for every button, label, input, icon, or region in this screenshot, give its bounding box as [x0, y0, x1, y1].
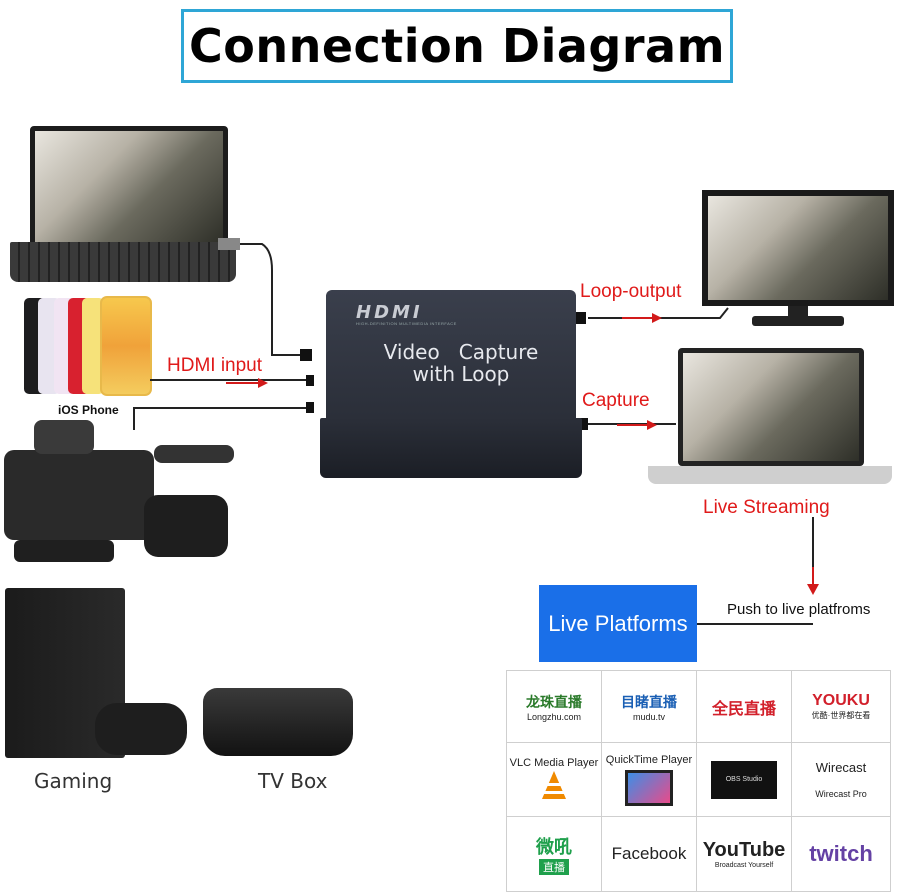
- obs-screen-icon: OBS Studio: [711, 760, 777, 799]
- loop-output-label: Loop-output: [580, 281, 682, 302]
- live-streaming-label: Live Streaming: [703, 497, 830, 518]
- platform-obs: OBS Studio: [697, 743, 792, 817]
- platform-longzhu: 龙珠直播 Longzhu.com: [507, 671, 602, 743]
- capture-device-line1: Video Capture: [383, 340, 539, 364]
- capture-device: HDMI HIGH-DEFINITION MULTIMEDIA INTERFAC…: [320, 290, 582, 478]
- push-label: Push to live platfroms: [727, 601, 871, 618]
- laptop-capture: [648, 348, 892, 488]
- platform-quicktime: QuickTime Player: [602, 743, 697, 817]
- hdmi-input-label: HDMI input: [167, 355, 263, 376]
- platform-twitch: twitch: [792, 817, 891, 892]
- platform-wirecast: Wirecast Wirecast Pro: [792, 743, 891, 817]
- platform-mudu: 目睹直播 mudu.tv: [602, 671, 697, 743]
- platform-vlc: VLC Media Player: [507, 743, 602, 817]
- iphone-group: [24, 296, 154, 396]
- title-box: Connection Diagram: [181, 9, 733, 83]
- monitor: [702, 190, 894, 330]
- platform-youtube: YouTube Broadcast Yourself: [697, 817, 792, 892]
- capture-label: Capture: [582, 390, 650, 411]
- tv-box-label: TV Box: [258, 769, 328, 793]
- platform-grid: 龙珠直播 Longzhu.com 目睹直播 mudu.tv 全民直播 YOUKU…: [506, 670, 891, 892]
- tv-box: [203, 688, 353, 758]
- game-console: [5, 588, 190, 763]
- ios-phone-label: iOS Phone: [58, 403, 119, 417]
- platform-youku: YOUKU 优酷·世界都在看: [792, 671, 891, 743]
- quicktime-monitor-icon: [625, 769, 673, 806]
- diagram-title: Connection Diagram: [188, 19, 726, 73]
- gaming-label: Gaming: [34, 769, 113, 793]
- vlc-cone-icon: [542, 770, 566, 799]
- platform-weihou: 微吼 直播: [507, 817, 602, 892]
- camcorder: [4, 420, 234, 565]
- laptop-source: [10, 122, 236, 286]
- live-platforms-box: Live Platforms: [539, 585, 697, 662]
- hdmi-logo: HDMI: [356, 302, 423, 323]
- platform-quanmin: 全民直播: [697, 671, 792, 743]
- platform-facebook: Facebook: [602, 817, 697, 892]
- capture-device-line2: with Loop: [412, 362, 510, 386]
